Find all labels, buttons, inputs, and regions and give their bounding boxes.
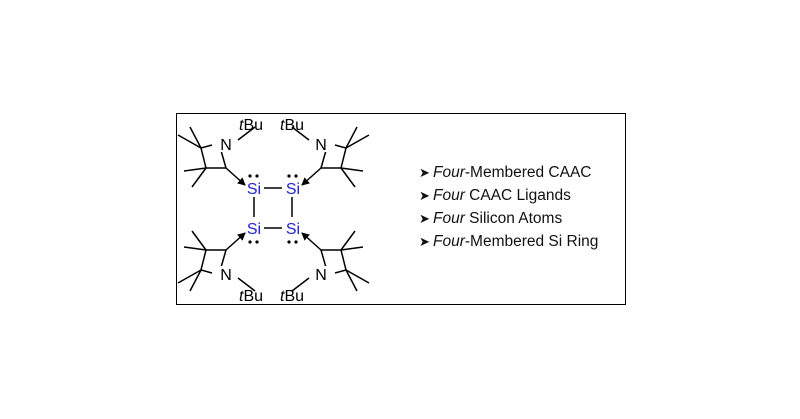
- tbu-label-bottom-left: tBu: [239, 288, 263, 305]
- n-atom-bottom-right: N: [315, 267, 327, 284]
- lone-pair-dot: [248, 174, 252, 178]
- tbu-label-top-right: tBu: [280, 117, 304, 134]
- arrowhead-bullet-icon: ➤: [419, 211, 430, 226]
- lone-pair-dot: [255, 240, 259, 244]
- caac-ligand-bottom-right: [291, 230, 370, 292]
- tbu-label-bottom-right: tBu: [280, 288, 304, 305]
- arrowhead-bullet-icon: ➤: [419, 234, 430, 249]
- tbu-label-top-left: tBu: [239, 117, 263, 134]
- tbu-labels: tBu tBu tBu tBu: [239, 117, 304, 305]
- feature-text: -Membered CAAC: [464, 164, 592, 181]
- n-atom-top-right: N: [315, 137, 327, 154]
- feature-list: ➤Four-Membered CAAC ➤Four CAAC Ligands ➤…: [419, 161, 629, 253]
- n-atom-top-left: N: [220, 137, 232, 154]
- lone-pair-dot: [287, 240, 291, 244]
- caac-ligand-bottom-left: [177, 230, 256, 292]
- feature-item: ➤Four-Membered CAAC: [419, 161, 629, 184]
- lone-pairs: [248, 174, 298, 244]
- arrowhead-bullet-icon: ➤: [419, 165, 430, 180]
- dative-arrow-top-left: [225, 167, 246, 186]
- lone-pair-dot: [287, 174, 291, 178]
- chemical-structure: Si Si Si Si: [177, 117, 370, 305]
- arrowhead-bullet-icon: ➤: [419, 188, 430, 203]
- figure-frame: [176, 113, 626, 305]
- dative-arrow-bottom-left: [225, 232, 246, 251]
- si-atom-top-left: Si: [247, 181, 261, 198]
- si-atom-bottom-left: Si: [247, 221, 261, 238]
- dative-arrow-bottom-right: [301, 232, 322, 251]
- dative-bonds: [225, 167, 322, 251]
- lone-pair-dot: [248, 240, 252, 244]
- feature-emphasis: Four: [433, 187, 465, 204]
- dative-arrow-top-right: [301, 167, 322, 186]
- caac-ligand-top-left: [177, 126, 256, 188]
- feature-text: -Membered Si Ring: [464, 233, 599, 250]
- si-atom-bottom-right: Si: [286, 221, 300, 238]
- caac-ligand-top-right: [291, 126, 370, 188]
- feature-emphasis: Four: [433, 210, 465, 227]
- feature-item: ➤Four CAAC Ligands: [419, 184, 629, 207]
- feature-text: Silicon Atoms: [464, 210, 563, 227]
- feature-emphasis: Four: [433, 164, 465, 181]
- silicon-atoms: Si Si Si Si: [247, 181, 300, 238]
- feature-emphasis: Four: [433, 233, 465, 250]
- nitrogen-atoms: N N N N: [219, 136, 328, 284]
- lone-pair-dot: [294, 174, 298, 178]
- feature-item: ➤Four-Membered Si Ring: [419, 230, 629, 253]
- n-atom-bottom-left: N: [220, 267, 232, 284]
- feature-text: CAAC Ligands: [464, 187, 571, 204]
- si-atom-top-right: Si: [286, 181, 300, 198]
- si4-ring: [253, 187, 293, 229]
- lone-pair-dot: [294, 240, 298, 244]
- lone-pair-dot: [255, 174, 259, 178]
- feature-item: ➤Four Silicon Atoms: [419, 207, 629, 230]
